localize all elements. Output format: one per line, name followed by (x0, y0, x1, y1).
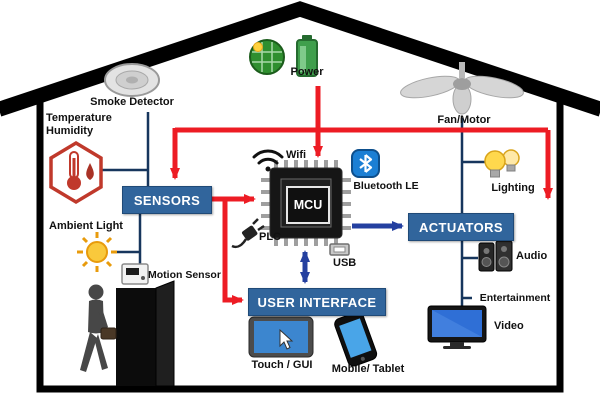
bluetooth-icon (351, 149, 380, 178)
usb-label: USB (333, 257, 357, 269)
smoke-detector-icon (104, 63, 160, 97)
plc-plug-icon (231, 218, 265, 249)
tv-icon (427, 305, 487, 349)
plc-label: PLC (259, 231, 281, 243)
mcu-box: MCU (286, 186, 330, 224)
person-icon (80, 284, 117, 372)
actuators-box: ACTUATORS (408, 213, 514, 241)
solar-panel-icon (249, 39, 285, 75)
wifi-label: Wifi (286, 149, 307, 161)
smoke-detector-label: Smoke Detector (90, 96, 174, 108)
ambient-light-label: Ambient Light (49, 220, 123, 232)
thermometer-hex-icon (49, 140, 103, 205)
water-drop-icon (86, 163, 94, 180)
touch-gui-label: Touch / GUI (251, 359, 313, 371)
light-bulbs-icon (484, 149, 520, 178)
temperature-label: Temperature (46, 112, 112, 124)
bluetooth-le-label: Bluetooth LE (353, 180, 419, 192)
power-label: Power (290, 66, 324, 78)
temperature-humidity-label: Temperature Humidity (46, 112, 136, 137)
humidity-label: Humidity (46, 124, 94, 137)
sun-icon (77, 232, 117, 272)
blue-arrows (300, 221, 404, 284)
lighting-label: Lighting (491, 182, 535, 194)
entertainment-label: Entertainment (479, 292, 551, 304)
video-label: Video (494, 320, 524, 332)
wifi-icon (252, 149, 284, 172)
ceiling-fan-icon (400, 62, 524, 115)
red-arrows (170, 86, 553, 305)
usb-connector-icon (329, 243, 350, 256)
door-icon (116, 280, 175, 387)
touch-tablet-icon (248, 316, 314, 358)
mobile-tablet-label: Mobile/ Tablet (331, 363, 405, 375)
device-wires (100, 112, 487, 306)
audio-label: Audio (516, 250, 548, 262)
user-interface-box: USER INTERFACE (248, 288, 386, 316)
motion-sensor-label: Motion Sensor (148, 269, 221, 281)
speakers-icon (478, 240, 513, 272)
motion-sensor-icon (121, 263, 149, 285)
battery-icon (296, 35, 318, 77)
sensors-box: SENSORS (122, 186, 212, 214)
fan-motor-label: Fan/Motor (437, 114, 491, 126)
